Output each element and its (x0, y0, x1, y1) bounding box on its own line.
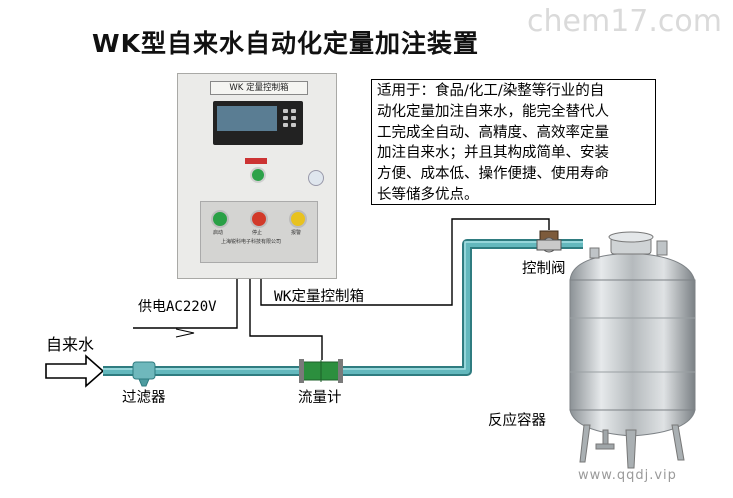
control-cabinet: WK 定量控制箱 启动 停止 报警 上海锐科电子科技有限公司 (177, 73, 337, 279)
reactor-label: 反应容器 (488, 413, 546, 429)
alarm-button (289, 210, 307, 228)
reactor-tank (569, 231, 696, 469)
keypad-key (291, 116, 296, 120)
alarm-label: 报警 (291, 230, 302, 236)
start-button (211, 210, 229, 228)
filter-label: 过滤器 (122, 390, 166, 406)
inlet-arrow (45, 354, 105, 388)
control-valve-icon (536, 230, 562, 253)
keypad-key (283, 123, 288, 127)
green-indicator (250, 167, 266, 183)
power-label: 供电AC220V (138, 299, 217, 315)
watermark-top: chem17.com (527, 4, 722, 39)
description-box: 适用于：食品/化工/染整等行业的自 动化定量加注自来水，能完全替代人 工完成全自… (371, 79, 656, 205)
keypad-key (291, 109, 296, 113)
valve-wire (260, 218, 550, 306)
flowmeter-wire (249, 279, 323, 360)
filter-icon (132, 361, 156, 387)
stop-label: 停止 (252, 230, 263, 236)
description-line: 长等储多优点。 (377, 186, 479, 203)
flowmeter-label: 流量计 (298, 390, 342, 406)
signal-wires (133, 218, 550, 360)
cabinet-label: WK 定量控制箱 (210, 81, 308, 95)
description-line: 方便、成本低、操作便捷、使用寿命 (377, 166, 609, 183)
lcd-display (213, 101, 303, 145)
water-in-label: 自来水 (46, 335, 95, 354)
keypad-key (291, 123, 296, 127)
keypad-key (283, 109, 288, 113)
indicator-tag (245, 158, 267, 164)
description-line: 适用于：食品/化工/染整等行业的自 (377, 83, 605, 99)
start-label: 启动 (213, 230, 224, 236)
lcd-screen (217, 106, 277, 131)
control-box-label: WK定量控制箱 (274, 289, 364, 305)
description-line: 加注自来水；并且其构成简单、安装 (377, 145, 609, 162)
page-title: WK型自来水自动化定量加注装置 (92, 29, 479, 58)
watermark-bottom: www.qqdj.vip (578, 468, 677, 483)
power-arrow (175, 328, 195, 338)
selector-switch (308, 170, 324, 186)
stop-button (250, 210, 268, 228)
description-line: 动化定量加注自来水，能完全替代人 (377, 103, 609, 120)
flowmeter-icon (299, 359, 343, 383)
control-valve-label: 控制阀 (522, 261, 566, 277)
keypad-key (283, 116, 288, 120)
button-panel: 启动 停止 报警 上海锐科电子科技有限公司 (200, 201, 318, 263)
manufacturer-text: 上海锐科电子科技有限公司 (221, 239, 282, 245)
water-pipe (103, 239, 583, 376)
description-line: 工完成全自动、高精度、高效率定量 (377, 124, 609, 141)
power-wire (133, 279, 238, 329)
